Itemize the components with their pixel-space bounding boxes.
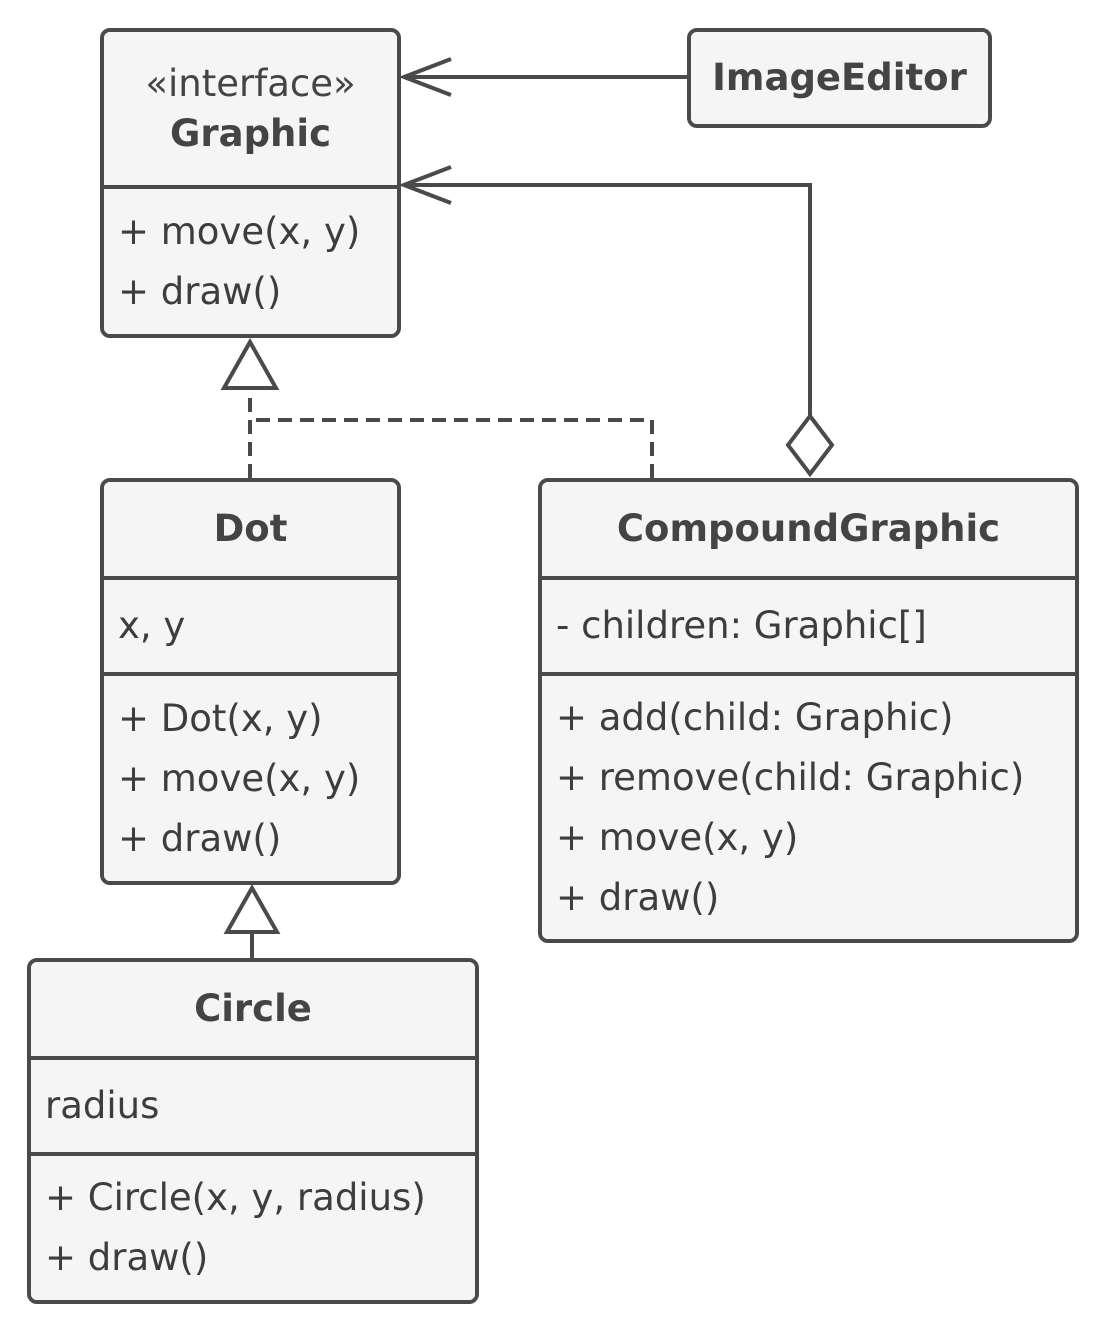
method-move: + move(x, y)	[118, 209, 361, 253]
realization-to-graphic	[220, 337, 654, 478]
field-xy: x, y	[118, 604, 186, 647]
class-header: Circle	[31, 962, 475, 1056]
class-graphic: «interface» Graphic + move(x, y) + draw(…	[100, 28, 401, 338]
stereotype-label: «interface»	[145, 61, 356, 105]
hollow-triangle-arrowhead	[223, 883, 281, 934]
inheritance-circle-dot	[223, 883, 281, 958]
class-header: Dot	[104, 482, 397, 576]
method-draw: + draw()	[118, 816, 282, 860]
aggregation-compoundgraphic-graphic	[398, 165, 835, 478]
method-draw: + draw()	[45, 1236, 209, 1279]
open-arrowhead	[398, 57, 452, 97]
association-imageeditor-graphic	[398, 57, 687, 97]
method-remove: + remove(child: Graphic)	[556, 755, 1025, 799]
fields-section: x, y	[104, 576, 397, 672]
method-constructor: + Dot(x, y)	[118, 696, 323, 740]
class-imageeditor: ImageEditor	[687, 28, 992, 128]
class-header: CompoundGraphic	[542, 482, 1075, 576]
aggregation-line	[404, 183, 812, 416]
fields-section: radius	[31, 1056, 475, 1152]
method-draw: + draw()	[118, 269, 282, 313]
class-name: Graphic	[169, 111, 332, 155]
open-arrowhead	[398, 165, 452, 205]
class-circle: Circle radius + Circle(x, y, radius) + d…	[27, 958, 479, 1304]
field-children: - children: Graphic[]	[556, 604, 927, 647]
fields-section: - children: Graphic[]	[542, 576, 1075, 672]
method-move: + move(x, y)	[556, 815, 799, 859]
class-dot: Dot x, y + Dot(x, y) + move(x, y) + draw…	[100, 478, 401, 885]
hollow-triangle-arrowhead	[220, 337, 280, 390]
methods-section: + move(x, y) + draw()	[104, 185, 397, 334]
class-name: Circle	[194, 987, 312, 1030]
method-constructor: + Circle(x, y, radius)	[45, 1176, 426, 1219]
methods-section: + Dot(x, y) + move(x, y) + draw()	[104, 672, 397, 881]
method-draw: + draw()	[556, 875, 720, 919]
methods-section: + add(child: Graphic) + remove(child: Gr…	[542, 672, 1075, 939]
class-compoundgraphic: CompoundGraphic - children: Graphic[] + …	[538, 478, 1079, 943]
class-header: «interface» Graphic	[104, 32, 397, 185]
class-name: ImageEditor	[712, 56, 967, 99]
realization-line-compound	[250, 418, 654, 478]
method-move: + move(x, y)	[118, 756, 361, 800]
class-name: CompoundGraphic	[616, 507, 1001, 550]
class-name: Dot	[213, 507, 288, 550]
method-add: + add(child: Graphic)	[556, 695, 954, 739]
field-radius: radius	[45, 1084, 160, 1127]
methods-section: + Circle(x, y, radius) + draw()	[31, 1152, 475, 1300]
aggregation-diamond	[785, 412, 835, 478]
class-header: ImageEditor	[691, 32, 988, 124]
